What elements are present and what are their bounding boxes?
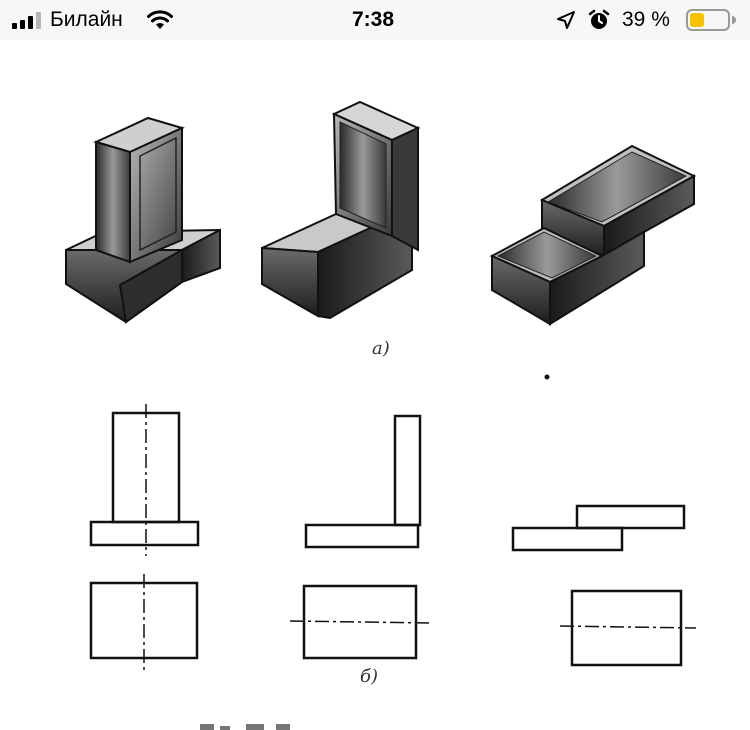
- axis-lines: [143, 404, 697, 670]
- view-2-top: [302, 584, 418, 660]
- figure-label-a: а): [372, 338, 390, 359]
- figure-label-b: б): [360, 666, 378, 687]
- cropped-caption-remnant: [200, 724, 290, 730]
- location-arrow-icon: [556, 0, 576, 40]
- wifi-icon: [146, 0, 174, 40]
- ink-speck: [544, 374, 550, 380]
- isometric-block-2: [261, 100, 421, 320]
- cellular-signal-icon: [12, 0, 46, 40]
- view-3-front-upper: [575, 504, 686, 530]
- carrier-name: Билайн: [50, 8, 123, 31]
- view-1-front-base: [89, 520, 200, 547]
- technical-drawing: а) б): [65, 100, 697, 730]
- battery-percent: 39 %: [622, 8, 670, 31]
- view-2-front-base: [304, 523, 420, 549]
- view-2-front-post: [393, 414, 422, 527]
- status-bar: Билайн 7:38 39 %: [0, 0, 750, 40]
- battery-icon: [686, 0, 736, 40]
- view-3-front-lower: [511, 526, 624, 552]
- isometric-block-1: [65, 116, 221, 324]
- clock-time: 7:38: [352, 8, 395, 31]
- view-3-top: [570, 589, 683, 667]
- isometric-block-3: [489, 144, 697, 326]
- alarm-clock-icon: [588, 0, 610, 40]
